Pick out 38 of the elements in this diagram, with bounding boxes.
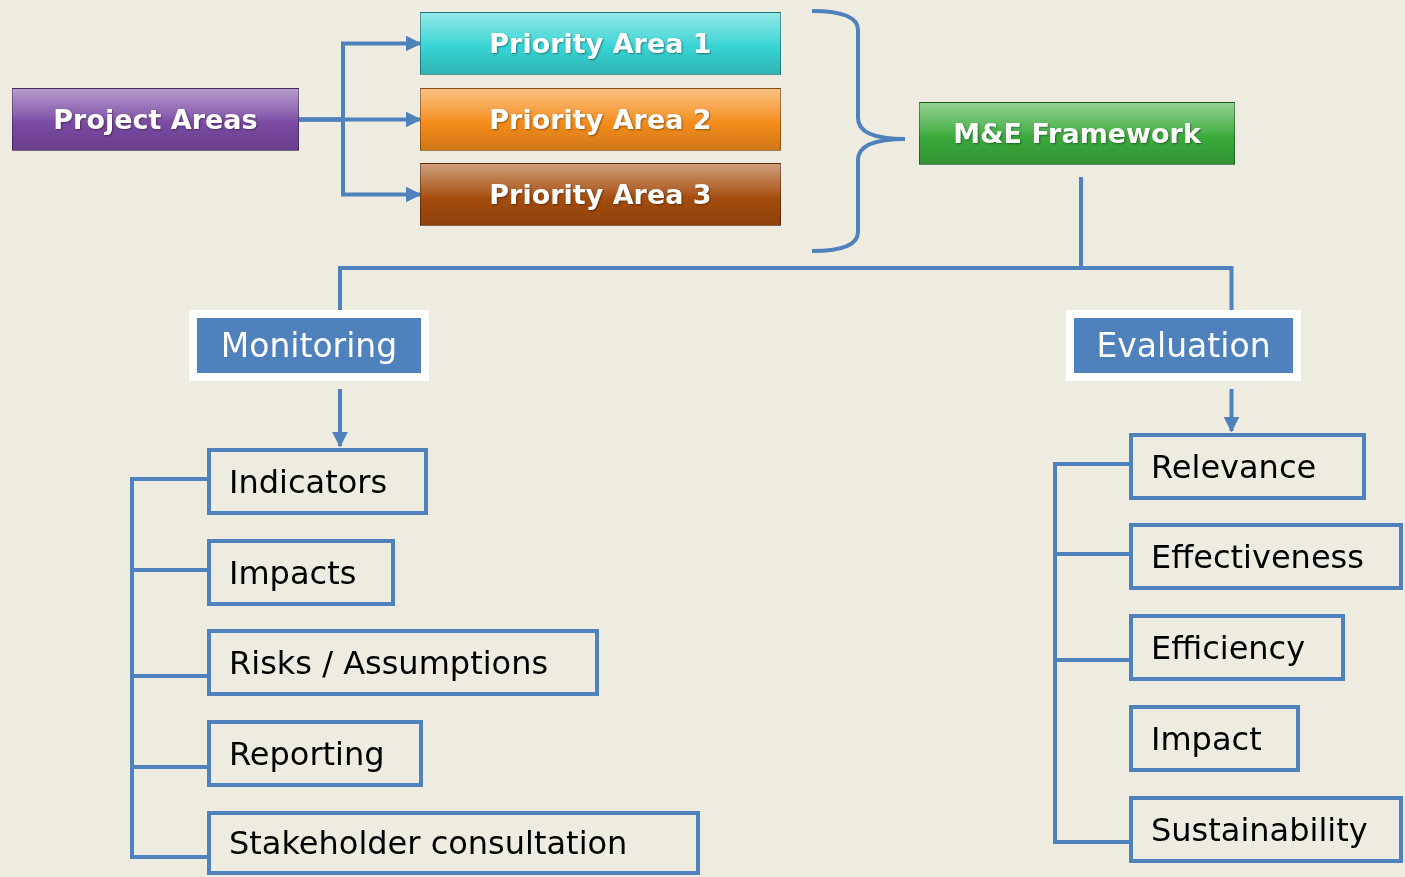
node-label: Risks / Assumptions (229, 643, 549, 682)
node-label: Evaluation (1096, 326, 1271, 365)
list-box (207, 629, 599, 696)
node-label: M&E Framework (953, 118, 1201, 149)
list-box (1129, 523, 1403, 590)
node-label: Efficiency (1151, 628, 1306, 667)
list-box (1129, 705, 1300, 772)
node-label: Impact (1151, 719, 1262, 758)
connector-line (1079, 177, 1234, 310)
process-box (420, 12, 781, 75)
node-label: Priority Area 2 (489, 104, 712, 135)
list-box (207, 811, 700, 875)
node-label: Indicators (229, 462, 388, 501)
node-label: Sustainability (1151, 810, 1368, 849)
node-label: Effectiveness (1151, 537, 1364, 576)
node-label: Priority Area 3 (489, 179, 712, 210)
node-label: Reporting (229, 734, 385, 773)
arrow (332, 389, 348, 448)
process-box (420, 88, 781, 151)
heading-box (1066, 310, 1301, 381)
list-box (207, 448, 428, 515)
heading-box (189, 310, 429, 381)
list-box (1129, 433, 1366, 500)
list-box (207, 539, 395, 606)
process-box (12, 88, 299, 151)
list-box (1129, 614, 1345, 681)
node-label: Impacts (229, 553, 357, 592)
process-box (919, 102, 1235, 165)
list-box (207, 720, 423, 787)
node-label: Relevance (1151, 447, 1317, 486)
node-label: Project Areas (53, 104, 258, 135)
list-box (1129, 796, 1403, 863)
node-label: Priority Area 1 (489, 28, 712, 59)
arrow (299, 117, 422, 203)
process-box (420, 163, 781, 226)
arrow (1223, 389, 1240, 433)
node-label: Monitoring (220, 326, 398, 365)
node-label: Stakeholder consultation (229, 824, 628, 862)
